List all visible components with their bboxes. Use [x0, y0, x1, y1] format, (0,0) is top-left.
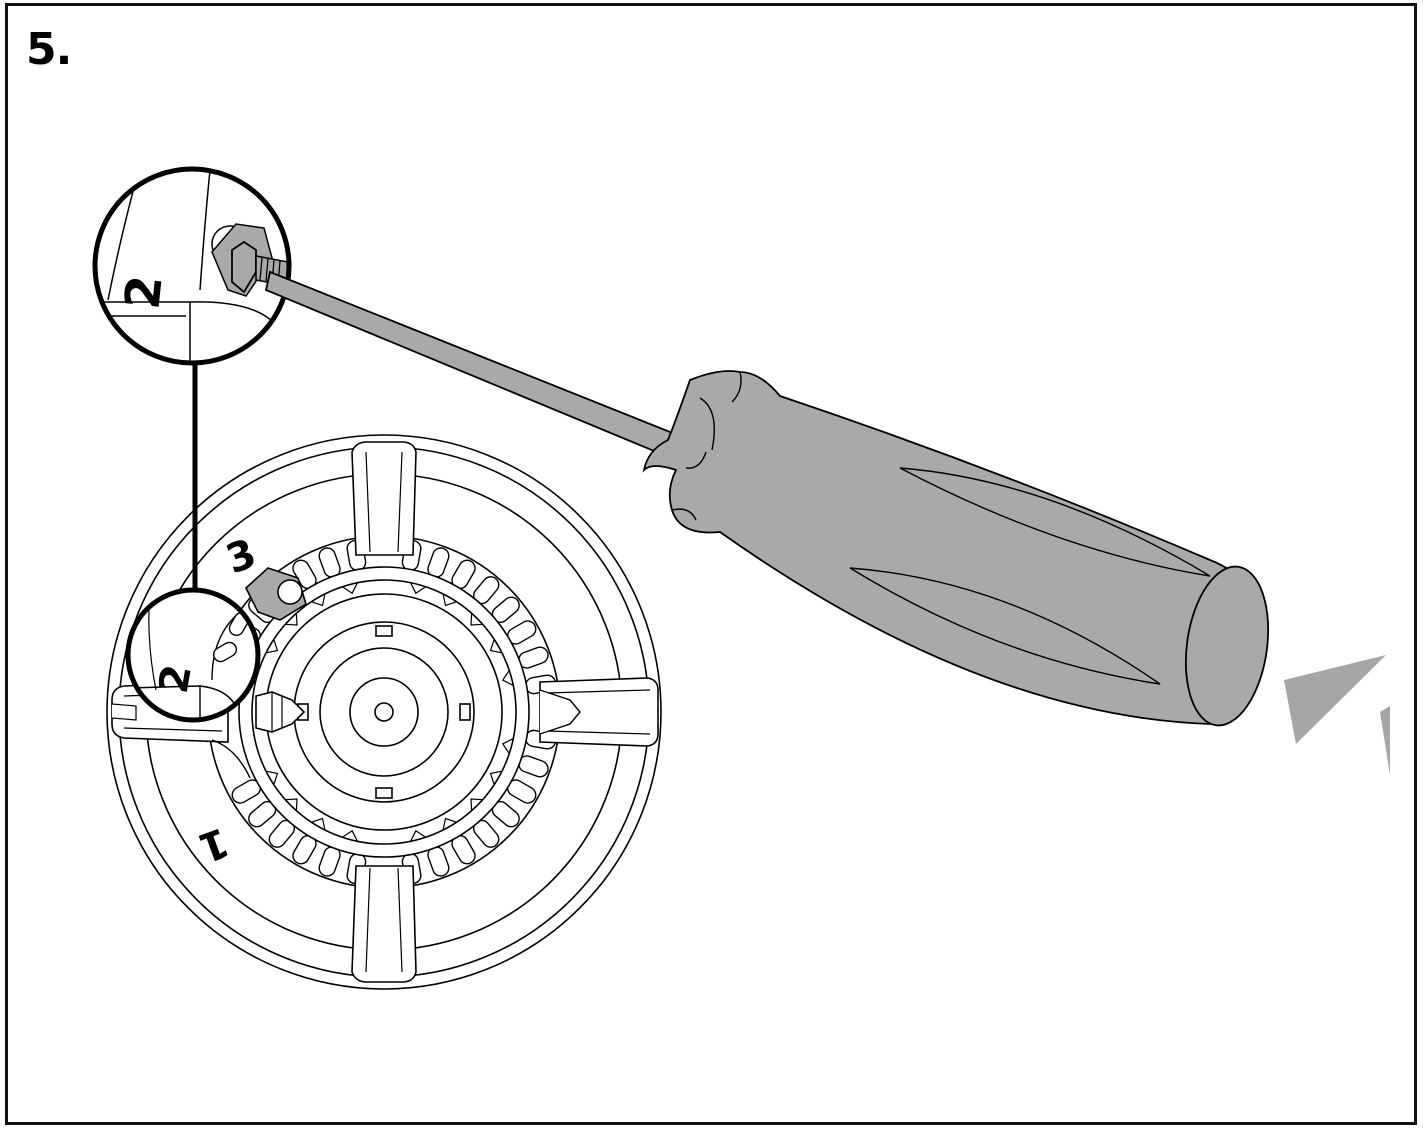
screwdriver-handle	[642, 370, 1267, 725]
pan-support-arm-right	[539, 677, 659, 747]
inner-tab-right	[459, 703, 471, 721]
screw-bracket	[245, 567, 307, 621]
pan-support-arm-top	[351, 441, 417, 556]
grip-groove-bottom	[849, 567, 1161, 685]
grip-groove-top	[899, 467, 1211, 577]
burner-crown-ring	[251, 579, 517, 845]
arrow-tail	[1380, 706, 1390, 775]
screwdriver-icon	[264, 270, 1270, 727]
pan-support-arm-bottom	[351, 865, 417, 983]
inner-tab-bottom	[375, 787, 393, 799]
rotate-direction-arrow-icon	[1284, 655, 1390, 775]
detail-callout: 2	[92, 166, 292, 366]
crown-teeth	[265, 582, 514, 842]
arrow-head	[1284, 655, 1386, 744]
inner-tab-top	[375, 625, 393, 637]
detail-label-2: 2	[115, 273, 174, 312]
screwdriver-end-cap	[1184, 565, 1270, 727]
step-number: 5.	[26, 24, 72, 75]
screw-hole	[277, 579, 303, 605]
burner-cap-inner	[238, 566, 530, 858]
burner-outer-ring	[106, 434, 662, 990]
ignition-electrode	[255, 691, 306, 733]
screwdriver-shaft	[264, 270, 682, 460]
burner-label-3: 3	[220, 531, 262, 584]
burner-center-pin	[374, 702, 394, 722]
